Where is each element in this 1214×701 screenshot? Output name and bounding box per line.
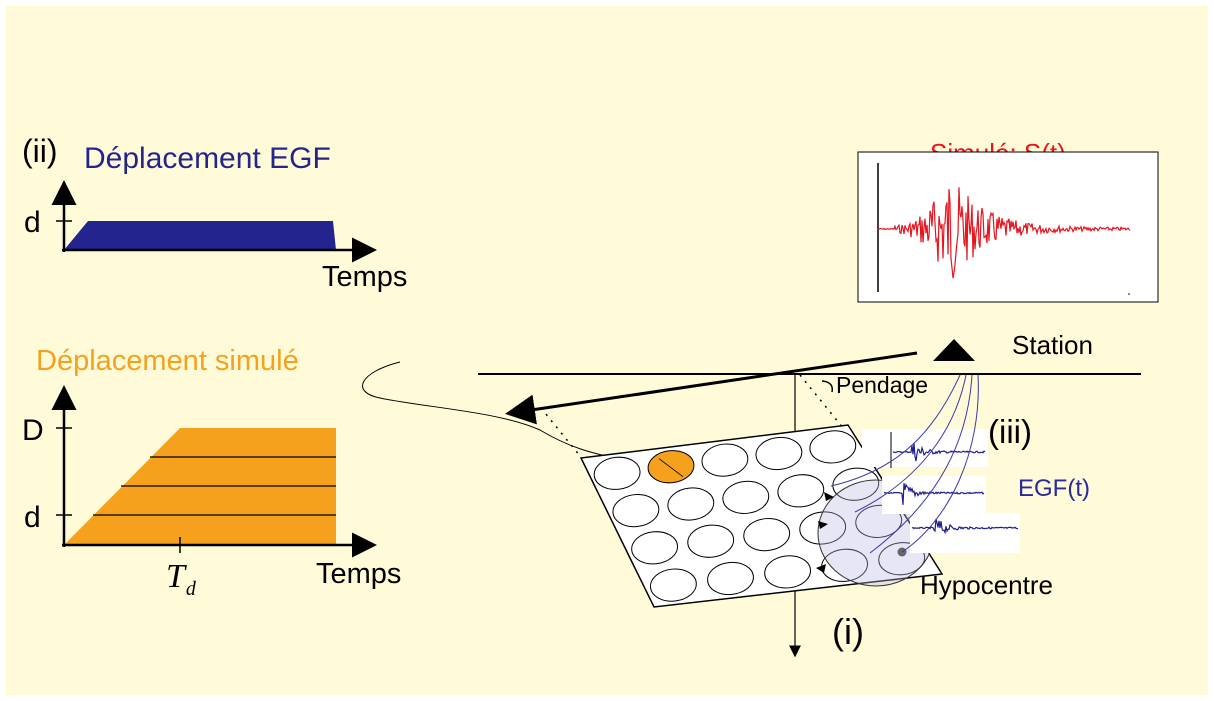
label-iii: (iii)	[988, 413, 1032, 450]
subfault-ellipse	[743, 518, 791, 552]
egf-d-label: d	[24, 206, 41, 239]
hypocentre-label: Hypocentre	[920, 570, 1053, 600]
subfault-ellipse	[631, 531, 679, 565]
fault-geometry: Station Pendage	[478, 330, 1141, 658]
subfault-ellipse	[701, 443, 749, 477]
egf-trace-bg-2	[882, 476, 986, 514]
dip-label: Pendage	[836, 372, 928, 398]
egf-trace-bg-3	[910, 513, 1020, 553]
subfault-grid	[593, 430, 926, 602]
subfault-ellipse	[707, 561, 754, 596]
subfault-ellipse	[777, 474, 825, 508]
highlighted-subfault-mark	[658, 458, 684, 478]
egf-trace-label: EGF(t)	[1018, 475, 1090, 502]
dip-dotted-left	[540, 407, 581, 457]
subfault-ellipse	[722, 480, 770, 514]
egf-panel-title: Déplacement EGF	[84, 142, 331, 175]
sim-d-label: d	[24, 501, 41, 534]
subfault-ellipse	[687, 524, 735, 558]
ray-curve-3	[869, 374, 973, 554]
simulated-displacement-panel: Déplacement simulé D d Td Temps	[22, 345, 641, 600]
egf-trace-2	[883, 483, 985, 505]
ray-to-station-arrow	[505, 351, 918, 425]
connector-curve	[362, 361, 641, 463]
simulated-trace	[877, 187, 1131, 279]
station-label: Station	[1012, 330, 1093, 360]
sim-D-label: D	[22, 414, 44, 447]
egf-displacement-panel: (ii) Déplacement EGF d Temps	[22, 133, 407, 293]
station-triangle	[933, 339, 975, 361]
subfault-ellipse	[809, 430, 857, 464]
egf-displacement-ramp	[64, 221, 336, 250]
egf-trace-bg-1	[862, 429, 988, 467]
sim-time-label: Temps	[316, 558, 401, 590]
subfault-ellipse	[832, 467, 880, 501]
egf-time-label: Temps	[322, 261, 407, 293]
dip-angle-arc	[821, 380, 834, 393]
ray-curve-1	[830, 374, 961, 487]
subfault-ellipse	[799, 511, 847, 545]
subfault-ellipse	[649, 568, 697, 602]
subfault-ellipse	[667, 487, 715, 521]
rupture-arrowhead-2	[818, 521, 828, 529]
subfault-ellipse	[764, 555, 812, 589]
rupture-arrowhead-1	[824, 492, 834, 501]
seismogram-dot	[1128, 293, 1130, 295]
simulated-panel-title: Déplacement simulé	[36, 345, 299, 377]
subfault-ellipse	[612, 494, 660, 528]
label-ii: (ii)	[22, 133, 58, 169]
label-i: (i)	[832, 611, 864, 652]
ray-curve-4	[901, 374, 979, 553]
simulated-seismogram: Simulé: S(t)	[857, 138, 1159, 303]
background-panel	[6, 6, 1208, 695]
ray-curve-2	[854, 374, 967, 513]
subfault-ellipse	[755, 436, 803, 471]
subfault-ellipse	[593, 456, 641, 490]
td-label: Td	[166, 558, 197, 600]
rupture-arrowhead-3	[816, 564, 826, 573]
